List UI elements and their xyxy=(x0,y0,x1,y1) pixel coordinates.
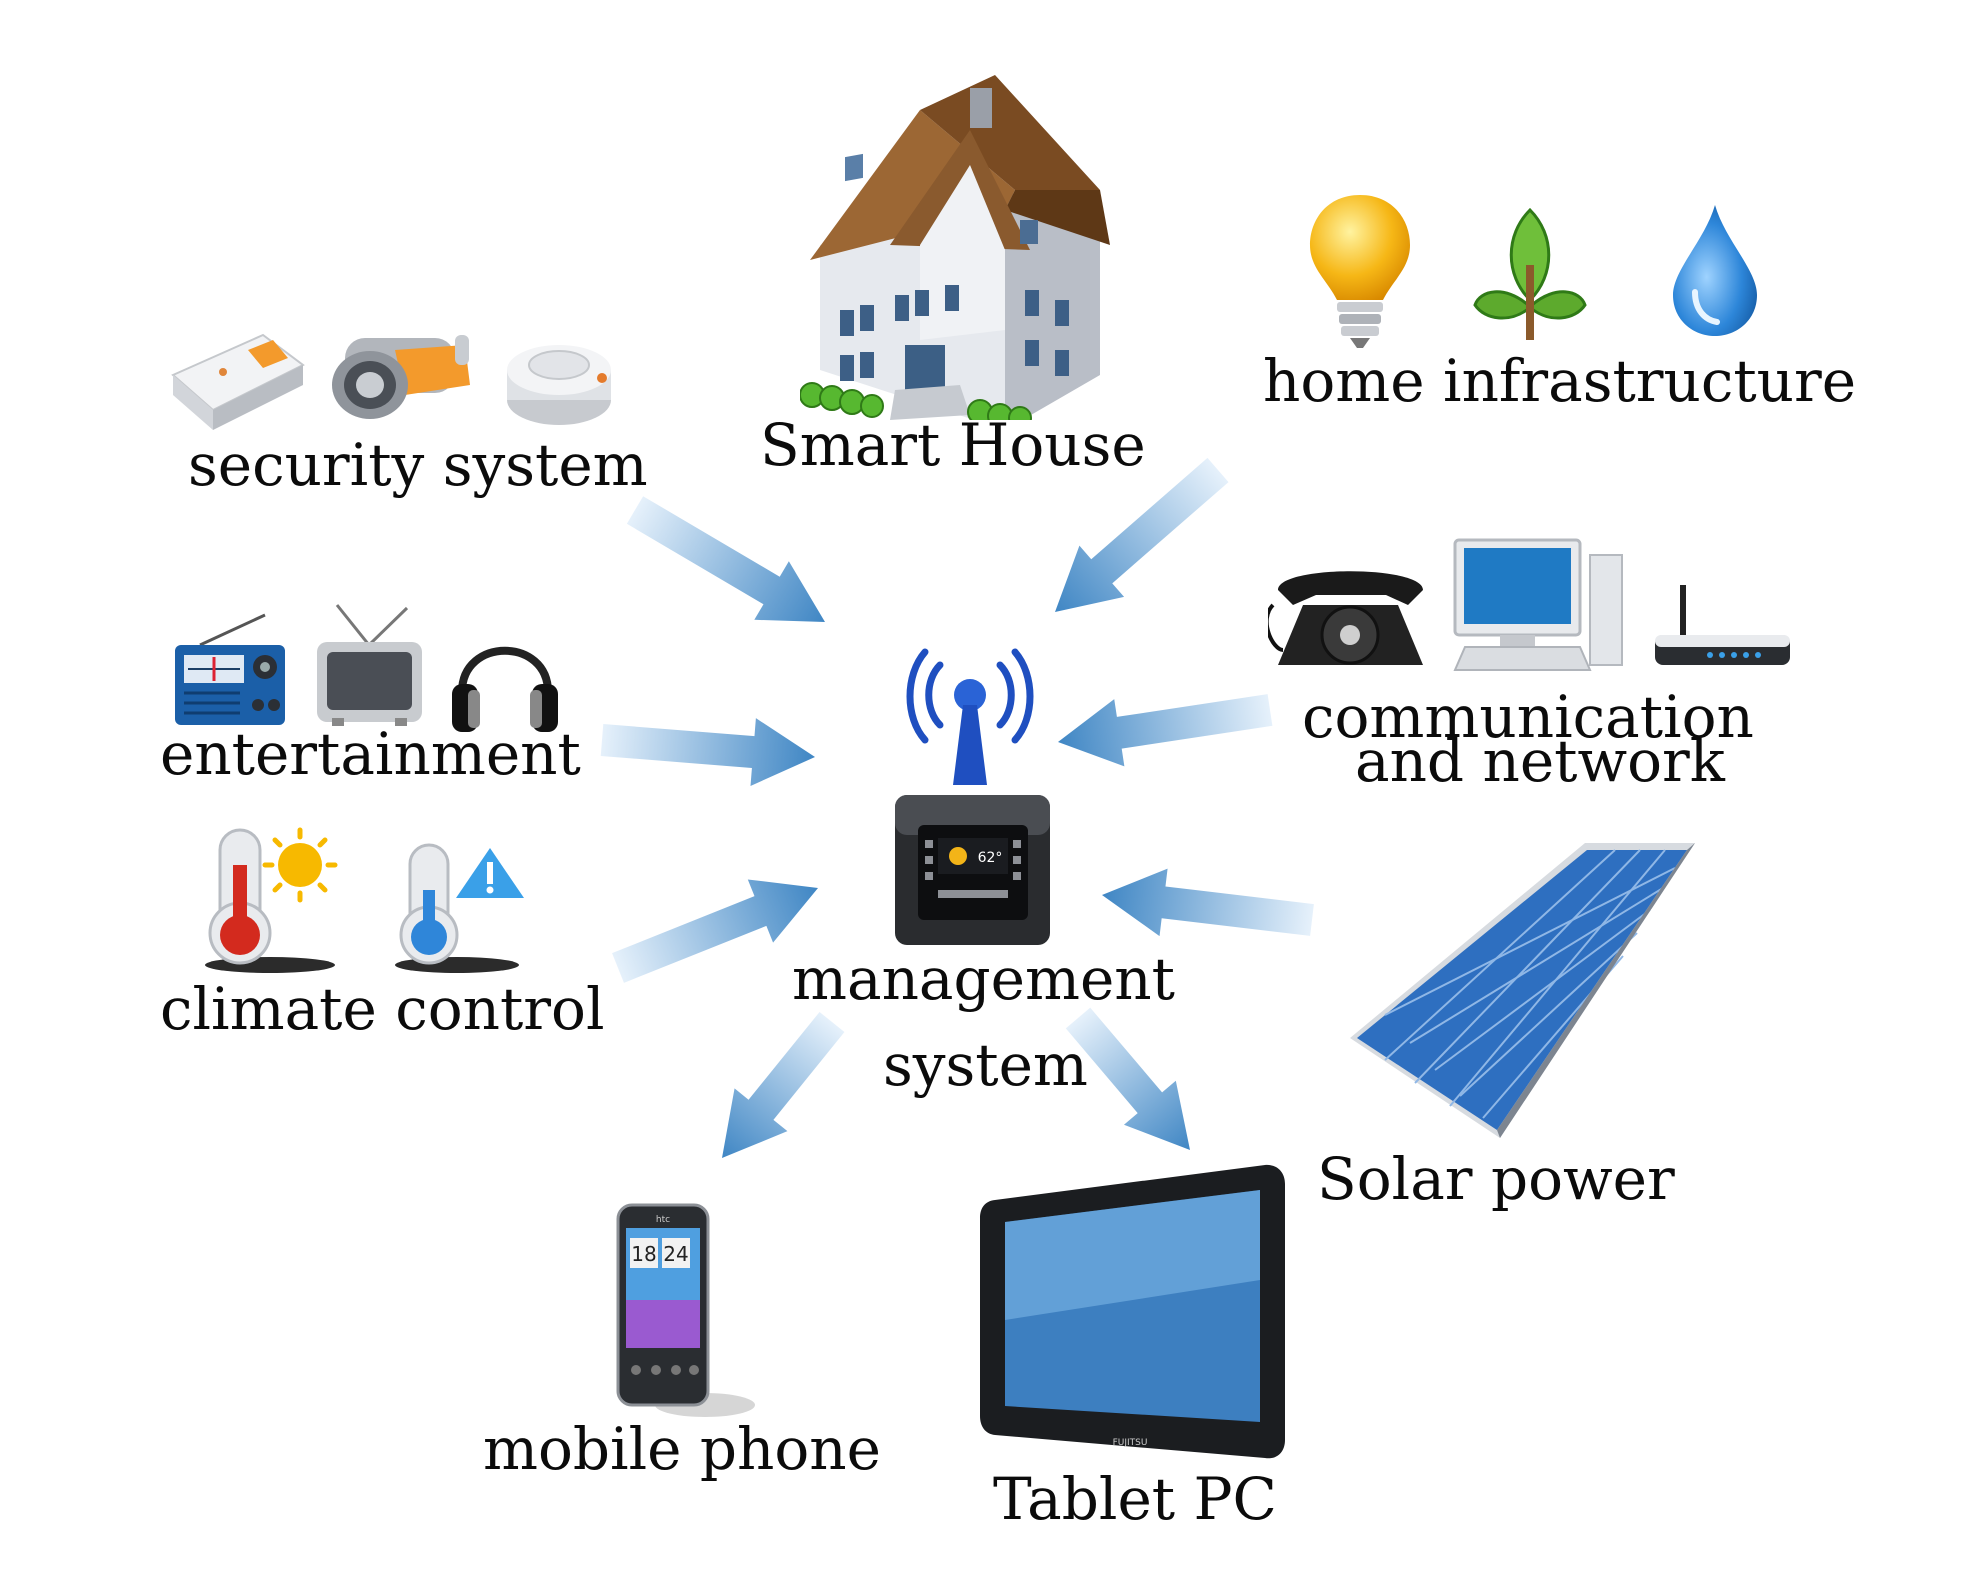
arrow-to-mobile xyxy=(721,1011,845,1158)
tablet-icon: FUJITSU xyxy=(980,1164,1285,1459)
arrow-to-tablet xyxy=(1065,1007,1190,1151)
leaf-icon xyxy=(1473,207,1587,340)
climate-control-label: climate control xyxy=(160,975,605,1043)
computer-icon xyxy=(1453,538,1623,671)
communication-label-line2: and network xyxy=(1355,727,1725,795)
water-drop-icon xyxy=(1673,205,1757,336)
smoke-detector-icon xyxy=(507,345,611,425)
entertainment-label: entertainment xyxy=(160,720,581,788)
lightbulb-icon xyxy=(1310,195,1410,348)
router-icon xyxy=(1655,585,1790,665)
security-system-label: security system xyxy=(188,431,648,499)
thermometer-hot-icon xyxy=(205,827,338,973)
arrow-from-entertainment xyxy=(600,718,815,786)
telephone-icon xyxy=(1268,571,1423,665)
camera-icon xyxy=(332,335,470,419)
communication-label-line1: communication xyxy=(1302,683,1754,751)
arrow-from-security xyxy=(626,496,826,622)
phone-clock-minutes: 24 xyxy=(663,1242,688,1266)
management-system-label-line2: system xyxy=(883,1031,1088,1099)
phone-brand: htc xyxy=(656,1215,670,1225)
thermometer-alert-icon xyxy=(395,843,524,973)
panel-temperature: 62° xyxy=(978,850,1003,866)
radio-icon xyxy=(175,613,285,725)
antenna-icon xyxy=(906,648,1034,785)
tv-icon xyxy=(317,604,422,726)
smart-house-label: Smart House xyxy=(760,411,1146,479)
management-system-label-line1: management xyxy=(792,945,1175,1013)
arrow-from-communication xyxy=(1058,694,1273,767)
control-panel-icon: 62° xyxy=(895,795,1050,945)
arrow-from-solar xyxy=(1101,868,1314,937)
arrow-from-infrastructure xyxy=(1055,457,1229,613)
solar-power-label: Solar power xyxy=(1317,1145,1675,1213)
mobile-phone-label: mobile phone xyxy=(483,1415,881,1483)
headphones-icon xyxy=(452,646,558,732)
home-infrastructure-label: home infrastructure xyxy=(1263,347,1857,415)
tablet-pc-label: Tablet PC xyxy=(993,1465,1277,1533)
arrow-from-climate xyxy=(612,879,818,983)
smartphone-icon: 18 24 htc xyxy=(616,1203,755,1417)
house-icon xyxy=(800,75,1110,420)
phone-clock-hours: 18 xyxy=(631,1242,656,1266)
tablet-brand: FUJITSU xyxy=(1113,1438,1148,1448)
motion-sensor-icon xyxy=(171,333,305,430)
solar-panel-icon xyxy=(1350,843,1695,1138)
